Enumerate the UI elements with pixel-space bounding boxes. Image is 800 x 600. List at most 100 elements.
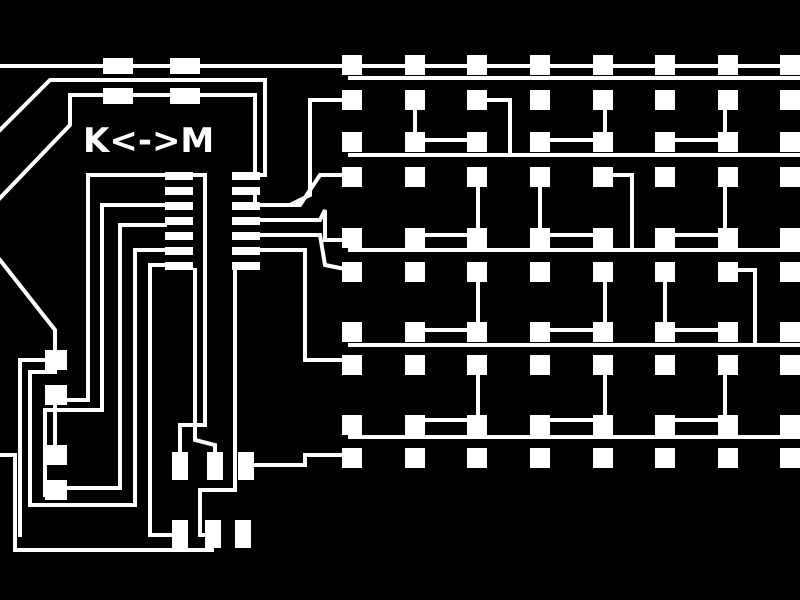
matrix-pad — [342, 132, 362, 152]
matrix-pad — [655, 262, 675, 282]
matrix-pad — [342, 55, 362, 75]
matrix-pad — [718, 228, 738, 248]
matrix-pad — [718, 262, 738, 282]
matrix-pad — [467, 167, 487, 187]
matrix-pad — [780, 55, 800, 75]
matrix-pad — [655, 355, 675, 375]
left-route-trace — [148, 263, 182, 537]
component-pad — [172, 520, 188, 548]
matrix-pad — [530, 228, 550, 248]
ic-pin-right — [232, 172, 260, 180]
ic-pin-left — [165, 172, 193, 180]
left-route-trace — [28, 248, 167, 507]
matrix-pad — [467, 448, 487, 468]
connector-pad — [45, 350, 67, 370]
component-pad — [238, 452, 254, 480]
matrix-pad — [342, 228, 362, 248]
matrix-pad — [780, 448, 800, 468]
ic-to-matrix-trace — [246, 453, 352, 467]
ic-pin-right — [232, 262, 260, 270]
board-label: K<->M — [83, 121, 214, 161]
matrix-pad — [405, 167, 425, 187]
matrix-pad — [655, 55, 675, 75]
component-pad — [172, 452, 188, 480]
matrix-pad — [405, 55, 425, 75]
matrix-link — [538, 173, 600, 237]
matrix-pad — [342, 322, 362, 342]
inner-loop-trace — [0, 93, 257, 201]
ic-to-matrix-trace — [238, 233, 353, 273]
matrix-pad — [718, 90, 738, 110]
matrix-pad — [593, 167, 613, 187]
matrix-pad — [718, 415, 738, 435]
ic-pin-right — [232, 187, 260, 195]
left-route-trace — [53, 223, 167, 490]
component-pad — [235, 520, 251, 548]
ic-pin-left — [165, 232, 193, 240]
matrix-pad — [342, 262, 362, 282]
matrix-pad — [593, 355, 613, 375]
matrix-pad — [593, 448, 613, 468]
matrix-pad — [593, 415, 613, 435]
matrix-pad — [405, 415, 425, 435]
left-loop-trace — [0, 78, 267, 133]
matrix-pad — [780, 415, 800, 435]
matrix-pad — [718, 355, 738, 375]
matrix-pad — [593, 322, 613, 342]
resistor-pad — [170, 58, 200, 74]
ic-pin-right — [232, 202, 260, 210]
matrix-pad — [405, 132, 425, 152]
matrix-pad — [342, 415, 362, 435]
matrix-pad — [780, 132, 800, 152]
matrix-pad — [718, 55, 738, 75]
matrix-pad — [718, 167, 738, 187]
connector-pad — [45, 480, 67, 500]
ic-to-matrix-trace — [238, 173, 352, 207]
resistor-pad — [103, 58, 133, 74]
ic-pin-right — [232, 232, 260, 240]
matrix-pad — [530, 322, 550, 342]
ic-pin-left — [165, 262, 193, 270]
ic-pin-left — [165, 187, 193, 195]
matrix-pad — [405, 355, 425, 375]
ic-to-matrix-trace — [238, 209, 352, 242]
matrix-pad — [467, 55, 487, 75]
component-pad — [207, 452, 223, 480]
ic-pin-left — [165, 217, 193, 225]
matrix-pad — [467, 262, 487, 282]
matrix-pad — [405, 322, 425, 342]
component-pad — [205, 520, 221, 548]
matrix-pad — [467, 132, 487, 152]
matrix-pad — [342, 167, 362, 187]
matrix-pad — [530, 90, 550, 110]
left-route-trace — [0, 453, 214, 552]
matrix-pad — [405, 90, 425, 110]
matrix-pad — [655, 132, 675, 152]
matrix-pad — [780, 322, 800, 342]
matrix-pad — [655, 90, 675, 110]
matrix-link — [476, 98, 512, 157]
matrix-pad — [593, 228, 613, 248]
matrix-pad — [655, 415, 675, 435]
matrix-pad — [530, 415, 550, 435]
left-route-trace — [18, 358, 47, 537]
matrix-pad — [593, 132, 613, 152]
matrix-pad — [405, 228, 425, 248]
matrix-pad — [467, 415, 487, 435]
matrix-pad — [467, 228, 487, 248]
matrix-pad — [780, 90, 800, 110]
matrix-pad — [530, 355, 550, 375]
matrix-pad — [530, 167, 550, 187]
matrix-pad — [593, 90, 613, 110]
ic-pin-right — [232, 247, 260, 255]
ic-pin-left — [165, 247, 193, 255]
connector-pad — [45, 445, 67, 465]
matrix-pad — [467, 322, 487, 342]
matrix-pad — [405, 448, 425, 468]
matrix-pad — [467, 355, 487, 375]
connector-pad — [45, 385, 67, 405]
matrix-pad — [718, 322, 738, 342]
matrix-pad — [530, 448, 550, 468]
matrix-pad — [530, 262, 550, 282]
